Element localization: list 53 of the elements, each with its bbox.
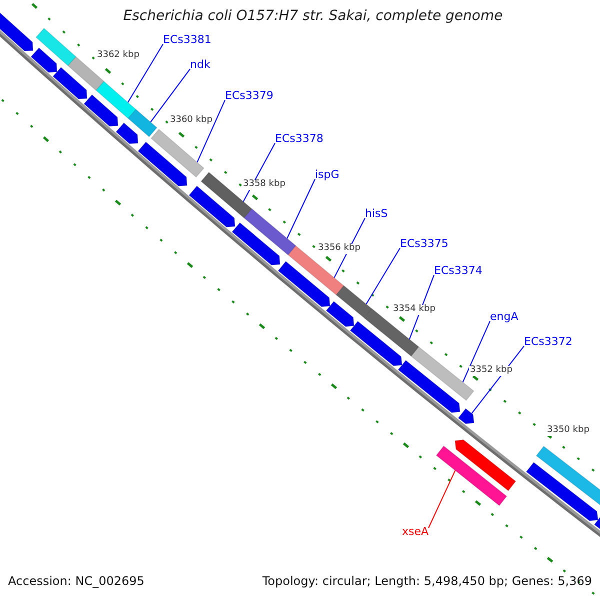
leader-line <box>286 178 316 239</box>
scale-label: 3350 kbp <box>546 426 590 436</box>
accession-text: Accession: NC_002695 <box>8 575 144 588</box>
gene-feature <box>336 285 372 318</box>
gene-feature <box>128 108 158 138</box>
gene-feature <box>84 94 118 126</box>
scale-label: 3360 kbp <box>169 116 214 126</box>
scale-label: 3356 kbp <box>317 244 362 254</box>
gene-feature <box>30 47 58 73</box>
scale-label: 3358 kbp <box>242 180 286 190</box>
map-title: Escherichia coli O157:H7 str. Sakai, complete genome <box>122 9 504 24</box>
gene-label: ECs3374 <box>434 265 482 278</box>
gene-feature <box>288 245 344 296</box>
gene-label: ndk <box>190 59 210 72</box>
gene-feature <box>138 142 188 186</box>
gene-feature <box>278 260 330 308</box>
gene-label: ECs3372 <box>524 336 572 348</box>
leader-line <box>428 470 456 528</box>
gene-label: ispG <box>315 169 340 182</box>
gene-feature <box>0 12 34 52</box>
gene-label: ECs3379 <box>225 90 274 102</box>
gene-feature <box>116 122 138 144</box>
gene-feature <box>350 320 402 366</box>
gene-feature <box>52 66 88 100</box>
gene-label: hisS <box>365 208 388 220</box>
gene-feature <box>436 446 508 506</box>
scale-label: 3352 kbp <box>469 366 514 376</box>
leader-line <box>471 346 524 414</box>
scale-label: 3362 kbp <box>96 51 140 61</box>
gene-feature <box>398 360 460 413</box>
gene-label: ECs3378 <box>275 133 324 146</box>
gene-label: ECs3381 <box>163 34 212 46</box>
gene-feature <box>68 56 104 91</box>
gene-feature <box>232 222 280 266</box>
leader-line <box>127 44 164 103</box>
leader-line <box>366 248 400 305</box>
gene-feature <box>458 408 474 424</box>
gene-feature <box>36 28 76 66</box>
gene-label: engA <box>490 311 518 324</box>
gene-feature <box>526 462 598 522</box>
gene-feature <box>188 186 236 228</box>
leader-line <box>196 100 226 163</box>
gene-label: ECs3375 <box>400 238 448 250</box>
gene-label: xseA <box>402 526 429 538</box>
leader-line <box>462 320 490 383</box>
gene-feature <box>326 300 354 327</box>
gene-feature <box>96 80 136 119</box>
gene-feature <box>454 439 516 492</box>
scale-label: 3354 kbp <box>392 305 436 315</box>
leader-line <box>150 68 190 123</box>
genome-stats-text: Topology: circular; Length: 5,498,450 bp; Genes: 5,369 <box>262 575 592 588</box>
gene-feature <box>244 208 296 256</box>
gene-feature <box>150 128 204 178</box>
